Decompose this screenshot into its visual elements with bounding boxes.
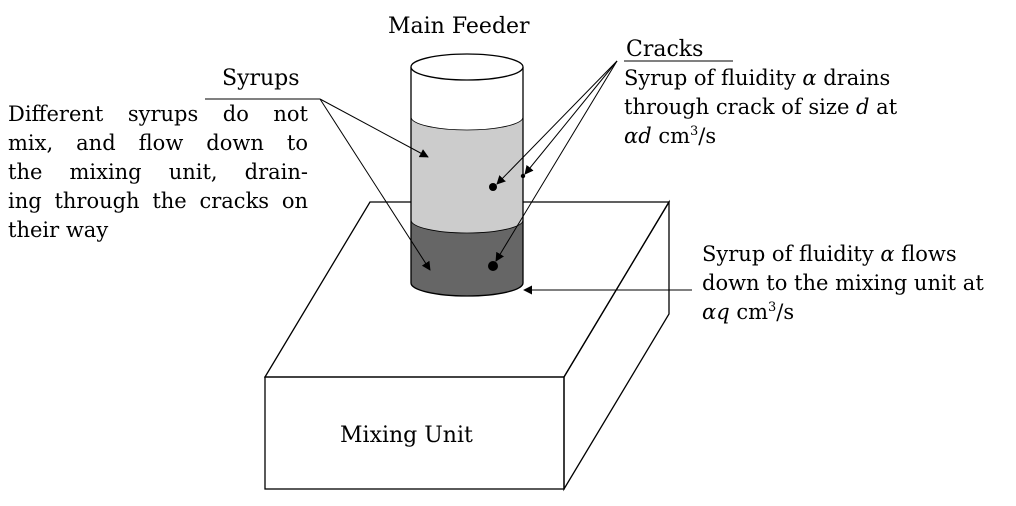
- cracks-description-line: through crack of size d at: [624, 95, 898, 119]
- syrups-description-line: the mixing unit, drain-: [8, 160, 308, 184]
- light-syrup-layer: [411, 117, 523, 233]
- main-feeder-label: Main Feeder: [388, 14, 530, 39]
- syrups-label: Syrups: [222, 66, 300, 91]
- mixing-unit-side-face: [563, 199, 670, 492]
- crack-dot-light: [489, 183, 497, 191]
- cracks-description-line: Syrup of fluidity α drains: [624, 66, 891, 90]
- mixing-unit-box: [263, 199, 671, 492]
- syrups-description-line: ing through the cracks on: [8, 189, 308, 213]
- feeder-top-opening: [410, 53, 524, 81]
- mixing-unit-label: Mixing Unit: [340, 423, 473, 448]
- cracks-description: Syrup of fluidity α drains through crack…: [624, 64, 897, 151]
- flow-description-line: αq cm3/s: [702, 300, 795, 324]
- flow-description-line: Syrup of fluidity α flows: [702, 242, 957, 266]
- cracks-arrow-light: [496, 60, 618, 185]
- syrups-description-line: mix, and flow down to: [8, 131, 308, 155]
- cracks-arrow-edge: [524, 60, 618, 175]
- syrups-description-line: Different syrups do not: [8, 102, 308, 126]
- cracks-arrow-dark: [495, 60, 618, 262]
- crack-dot-edge: [520, 173, 526, 179]
- flow-description: Syrup of fluidity α flows down to the mi…: [702, 240, 984, 327]
- cracks-label: Cracks: [626, 37, 704, 62]
- crack-dot-dark: [488, 261, 498, 271]
- dark-syrup-layer: [411, 220, 523, 296]
- cracks-description-line: αd cm3/s: [624, 124, 717, 148]
- syrups-arrow-dark: [319, 98, 431, 271]
- syrups-description-line: their way: [8, 218, 109, 242]
- syrups-description: Different syrups do not mix, and flow do…: [8, 100, 308, 245]
- flow-description-line: down to the mixing unit at: [702, 271, 984, 295]
- syrups-arrow-light: [319, 98, 429, 158]
- main-feeder-cylinder: [410, 53, 524, 297]
